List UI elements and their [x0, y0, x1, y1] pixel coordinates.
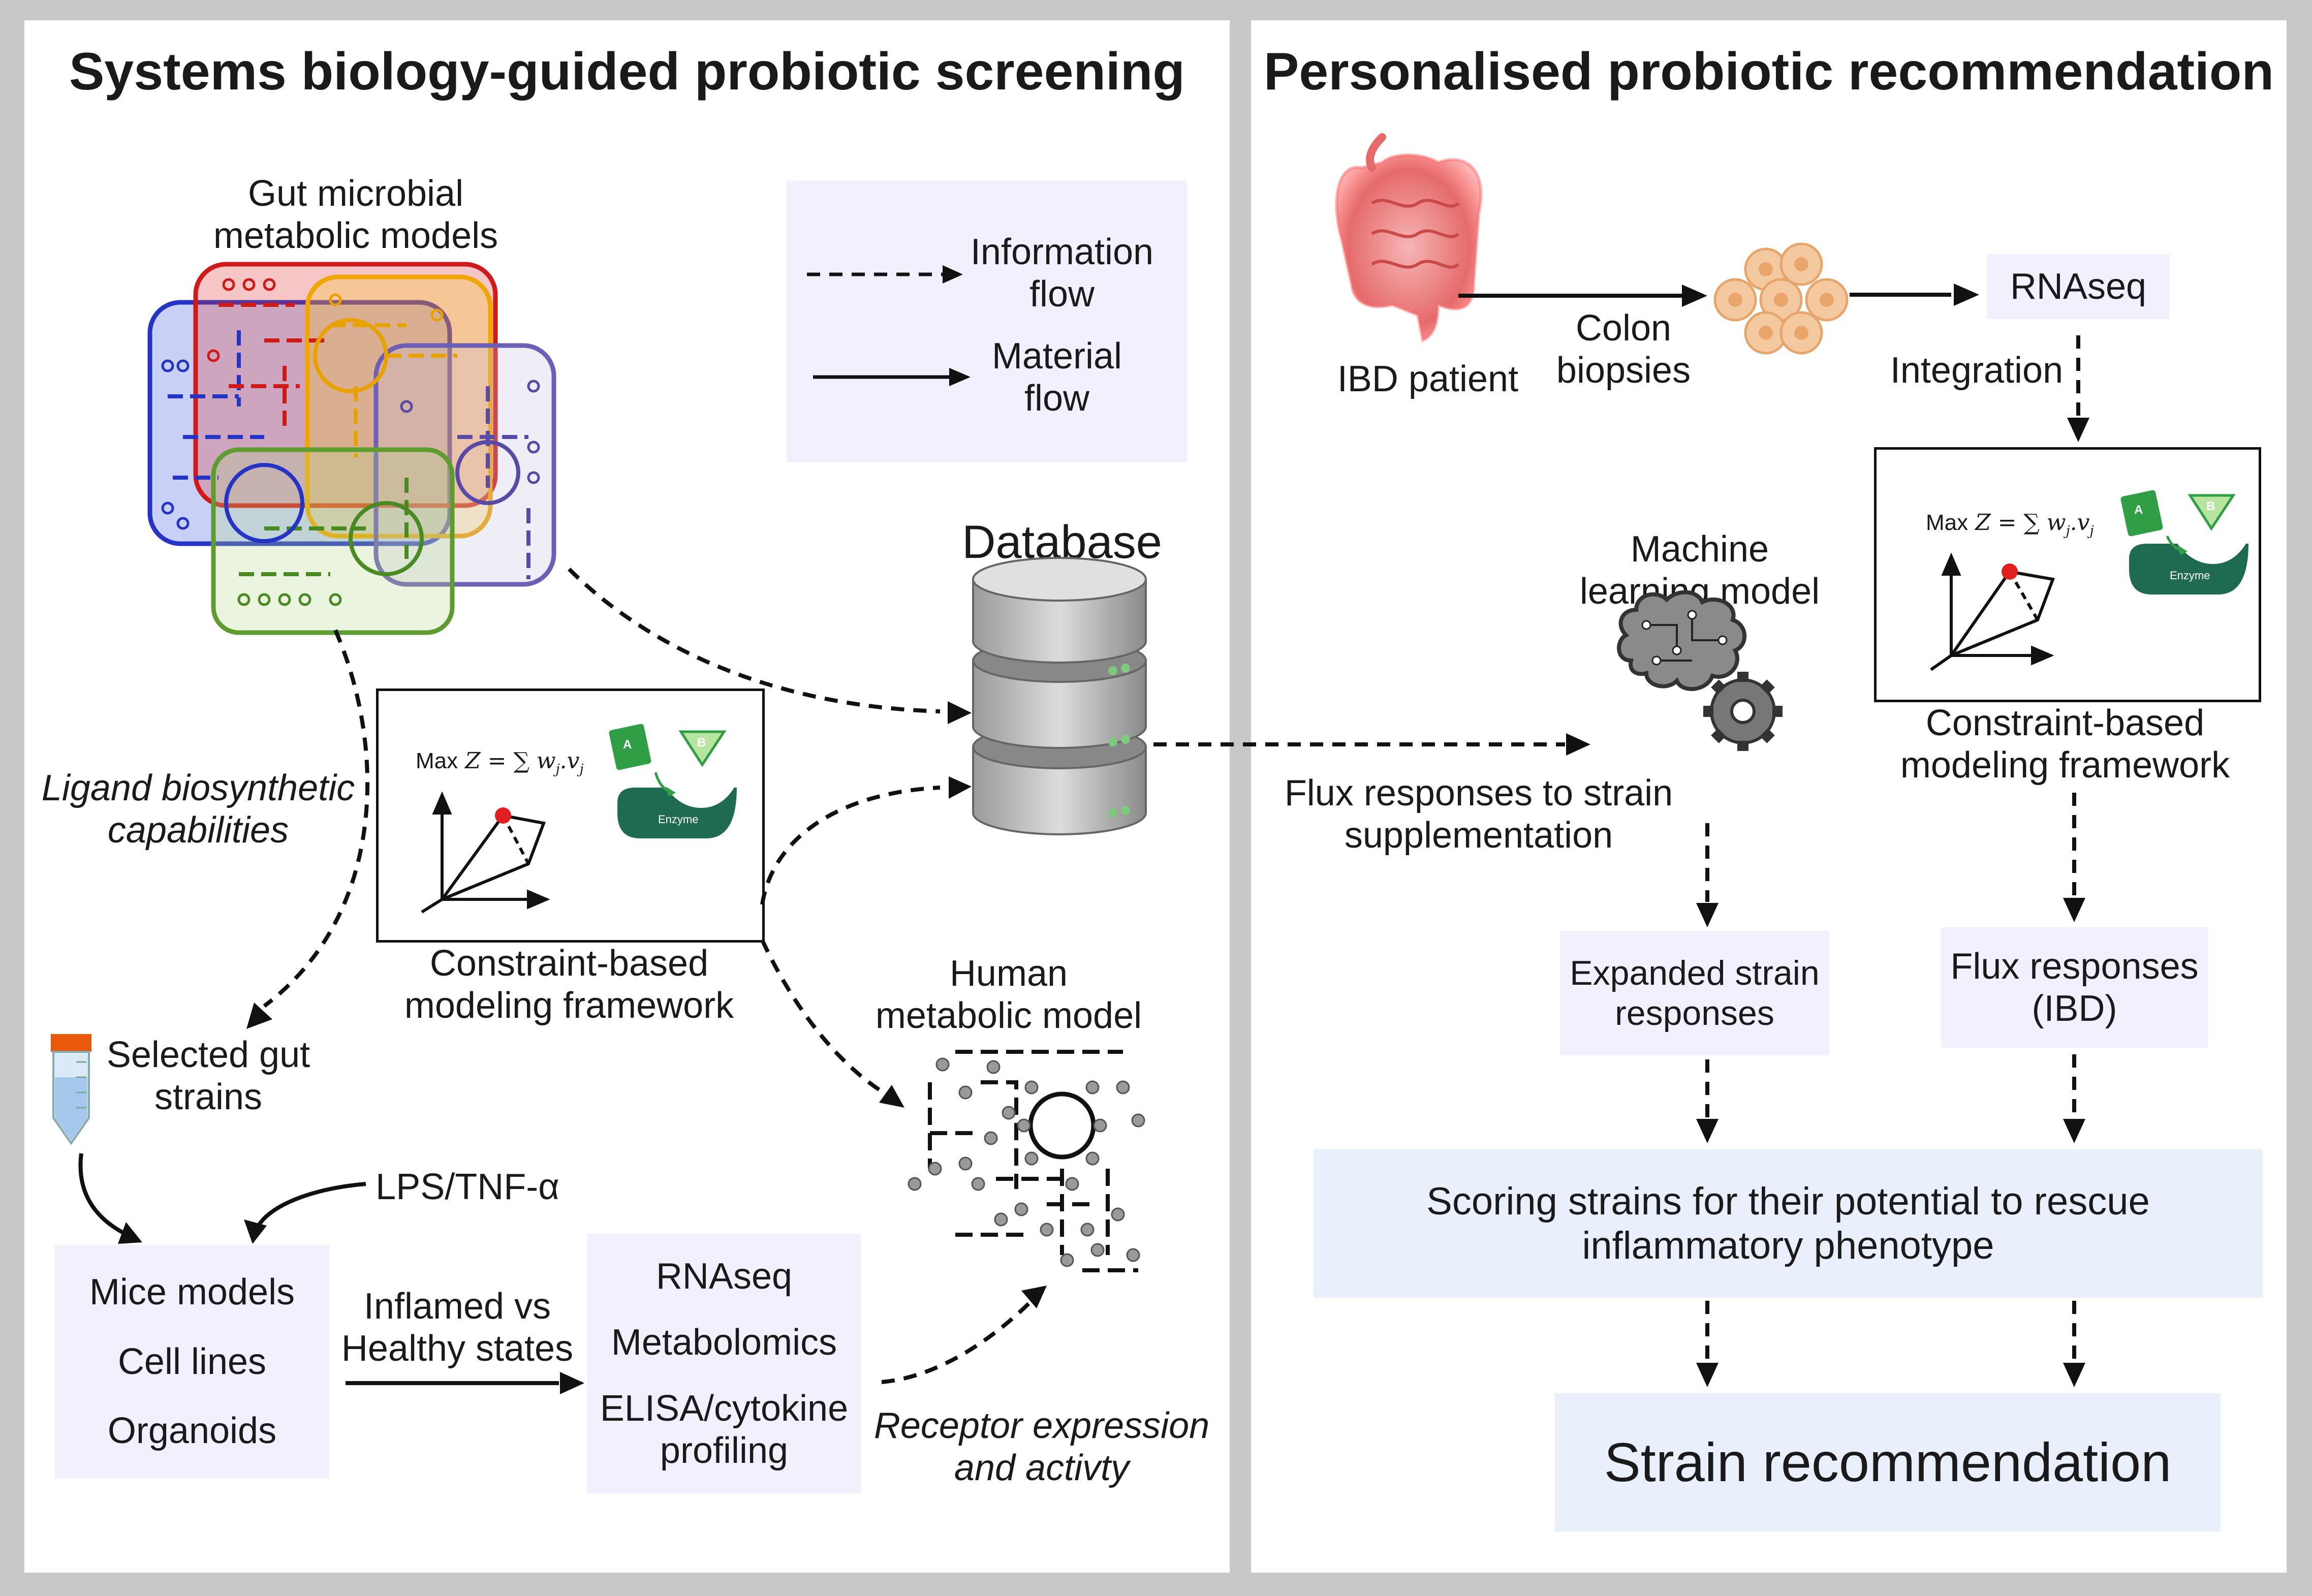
- ibd-patient-label: IBD patient: [1337, 359, 1519, 399]
- arrow-cbm-to-database: [760, 786, 941, 905]
- human-model-label: Human metabolic model: [875, 953, 1142, 1036]
- flux-responses-ibd-box: Flux responses (IBD): [1941, 927, 2208, 1048]
- strain-recommendation-label: Strain recommendation: [1604, 1431, 2172, 1493]
- receptor-expression-label: Receptor expression and activty: [873, 1405, 1210, 1488]
- right-panel-title: Personalised probiotic recommendation: [1264, 42, 2274, 101]
- expanded-strain-responses-box: Expanded strain responses: [1560, 931, 1829, 1055]
- strain-recommendation-box: Strain recommendation: [1555, 1393, 2221, 1531]
- cbm-badge-a-left: A: [623, 738, 632, 752]
- network-tile-yellow: [305, 274, 493, 539]
- mice-models-label: Mice models: [89, 1271, 295, 1312]
- inflamed-vs-healthy-label: Inflamed vs Healthy states: [341, 1286, 574, 1369]
- arrow-lps-to-models: [255, 1182, 366, 1231]
- scoring-strains-label: Scoring strains for their potential to r…: [1426, 1179, 2150, 1267]
- cbm-formula-max: Max: [416, 748, 458, 773]
- lps-tnf-label: LPS/TNF-α: [376, 1167, 559, 1207]
- cbm-formula-max: Max: [1926, 510, 1969, 535]
- flux-strain-supplementation-label: Flux responses to strain supplementation: [1284, 773, 1673, 856]
- rnaseq-label-left: RNAseq: [655, 1256, 793, 1297]
- legend-information-flow: Information flow: [970, 232, 1154, 315]
- selected-strains-label: Selected gut strains: [106, 1035, 310, 1117]
- flux-responses-ibd-label: Flux responses (IBD): [1950, 946, 2199, 1029]
- cbm-badge-b-left: B: [697, 736, 706, 749]
- arrow-omics-to-receptor: [881, 1299, 1033, 1384]
- arrow-cbm-to-human-model: [760, 939, 893, 1100]
- experimental-models-box: Mice models Cell lines Organoids: [55, 1245, 329, 1479]
- cbm-formula-right: Max Z = ∑ wj.vj: [1926, 510, 2094, 539]
- ligand-capabilities-label: Ligand biosynthetic capabilities: [41, 768, 355, 851]
- organoids-label: Organoids: [107, 1411, 277, 1452]
- network-tile-green: [211, 447, 455, 635]
- rnaseq-label-right: RNAseq: [2010, 266, 2147, 307]
- left-panel-title: Systems biology-guided probiotic screeni…: [69, 42, 1185, 101]
- arrow-strains-to-models: [78, 1153, 128, 1237]
- expanded-strain-responses-label: Expanded strain responses: [1570, 954, 1820, 1032]
- cbm-enzyme-label-left: Enzyme: [658, 813, 699, 826]
- legend-box: [787, 180, 1187, 462]
- cbm-formula-body: Z = ∑ w: [465, 748, 556, 774]
- metabolomics-label: Metabolomics: [611, 1322, 837, 1363]
- cbm-formula-body: Z = ∑ w: [1975, 510, 2066, 536]
- colon-biopsies-label: Colon biopsies: [1556, 308, 1691, 391]
- cbm-caption-right: Constraint-based modeling framework: [1900, 703, 2230, 786]
- arrow-models-to-strains: [263, 629, 370, 1008]
- cbm-enzyme-label-right: Enzyme: [2170, 569, 2210, 582]
- gut-models-label: Gut microbial metabolic models: [213, 173, 498, 256]
- cell-lines-label: Cell lines: [117, 1341, 267, 1382]
- cbm-formula-left: Max Z = ∑ wj.vj: [416, 748, 584, 777]
- legend-material-flow: Material flow: [991, 336, 1122, 419]
- network-tile-red: [193, 262, 498, 508]
- omics-box: RNAseq Metabolomics ELISA/cytokine profi…: [587, 1234, 861, 1494]
- arrow-models-to-database: [568, 568, 941, 713]
- cbm-badge-a-right: A: [2134, 503, 2143, 517]
- cbm-caption-left: Constraint-based modeling framework: [404, 943, 734, 1026]
- scoring-strains-box: Scoring strains for their potential to r…: [1314, 1149, 2263, 1298]
- elisa-cytokine-label: ELISA/cytokine profiling: [600, 1388, 849, 1471]
- rnaseq-box: RNAseq: [1987, 254, 2170, 319]
- integration-label: Integration: [1890, 350, 2064, 391]
- cbm-badge-b-right: B: [2206, 499, 2215, 513]
